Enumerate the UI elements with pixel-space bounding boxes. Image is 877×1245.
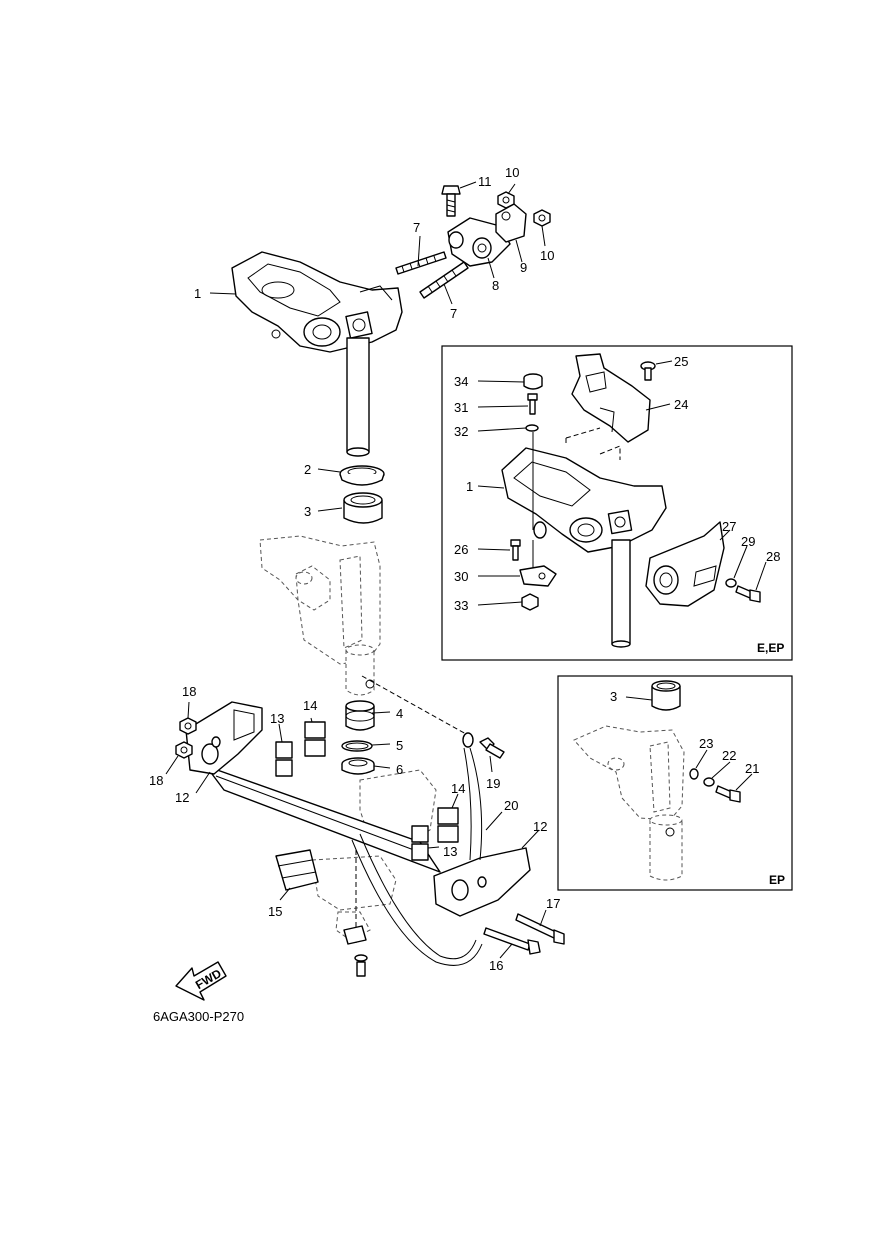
washer-part <box>341 757 375 775</box>
callout-number: 4 <box>396 706 403 721</box>
inset-ep: EP <box>557 675 793 891</box>
callout-number: 2 <box>304 462 311 477</box>
inset-e-ep: E,EP <box>441 345 793 661</box>
mount-housing-left-part <box>185 701 263 775</box>
mount-frame-part <box>205 765 441 873</box>
callout-number: 13 <box>443 844 457 859</box>
lower-bolt-part <box>343 925 368 977</box>
callout-number: 16 <box>489 958 503 973</box>
callout-number: 21 <box>745 761 759 776</box>
inset-label-e-ep: E,EP <box>757 641 784 655</box>
callout-number: 11 <box>478 174 492 189</box>
callout-number: 3 <box>304 504 311 519</box>
leader-lines <box>165 181 767 959</box>
nut-18-lower-part <box>175 741 193 759</box>
callout-number: 18 <box>182 684 196 699</box>
callout-number: 24 <box>674 397 688 412</box>
stud-bolt-upper-part <box>395 251 447 275</box>
callout-number: 28 <box>766 549 780 564</box>
callout-number: 34 <box>454 374 468 389</box>
mount-damper-right-part <box>437 807 459 843</box>
callout-number: 14 <box>303 698 317 713</box>
callout-number: 27 <box>722 519 736 534</box>
callout-number: 12 <box>533 819 547 834</box>
mount-housing-right-part <box>433 847 531 917</box>
friction-plate-part <box>447 217 511 267</box>
callout-number: 25 <box>674 354 688 369</box>
callout-number: 22 <box>722 748 736 763</box>
callout-number: 5 <box>396 738 403 753</box>
lower-bushing-part <box>345 700 375 731</box>
steering-bracket-part <box>231 251 403 353</box>
callout-number: 7 <box>413 220 420 235</box>
callout-number: 32 <box>454 424 468 439</box>
callout-number: 33 <box>454 598 468 613</box>
callout-number: 6 <box>396 762 403 777</box>
swivel-bracket-ghost <box>259 535 467 735</box>
bushing-part <box>339 465 385 486</box>
callout-number: 29 <box>741 534 755 549</box>
callout-number: 30 <box>454 569 468 584</box>
nut-part <box>497 191 551 227</box>
fwd-arrow-icon: FWD <box>175 961 227 1001</box>
bolt-17-part <box>515 913 565 945</box>
callout-number: 10 <box>505 165 519 180</box>
nut-18-upper-part <box>179 717 197 735</box>
mount-rubber-left-part <box>275 741 293 777</box>
callout-number: 31 <box>454 400 468 415</box>
stud-bolt-lower-part <box>419 261 469 299</box>
o-ring-part <box>341 740 373 752</box>
upper-bushing-part <box>343 492 383 524</box>
callout-number: 26 <box>454 542 468 557</box>
mount-damper-left-part <box>304 721 326 757</box>
callout-number: 8 <box>492 278 499 293</box>
plate-part <box>495 203 527 243</box>
mount-rubber-right-part <box>411 825 429 861</box>
callout-number: 3 <box>610 689 617 704</box>
bolt-19-part <box>479 737 505 759</box>
callout-number: 7 <box>450 306 457 321</box>
callout-number: 12 <box>175 790 189 805</box>
bolt-part <box>441 185 461 217</box>
inset-label-ep: EP <box>769 873 785 887</box>
cover-part <box>275 849 319 891</box>
callout-number: 17 <box>546 896 560 911</box>
callout-number: 19 <box>486 776 500 791</box>
callout-number: 10 <box>540 248 554 263</box>
drawing-code: 6AGA300-P270 <box>153 1009 244 1024</box>
callout-number: 9 <box>520 260 527 275</box>
ground-lead-part <box>351 732 483 966</box>
callout-number: 15 <box>268 904 282 919</box>
callout-number: 1 <box>194 286 201 301</box>
callout-number: 18 <box>149 773 163 788</box>
callout-number: 14 <box>451 781 465 796</box>
bolt-16-part <box>483 927 541 955</box>
steering-shaft-part <box>346 337 370 457</box>
callout-number: 23 <box>699 736 713 751</box>
callout-number: 20 <box>504 798 518 813</box>
callout-number: 1 <box>466 479 473 494</box>
callout-number: 13 <box>270 711 284 726</box>
